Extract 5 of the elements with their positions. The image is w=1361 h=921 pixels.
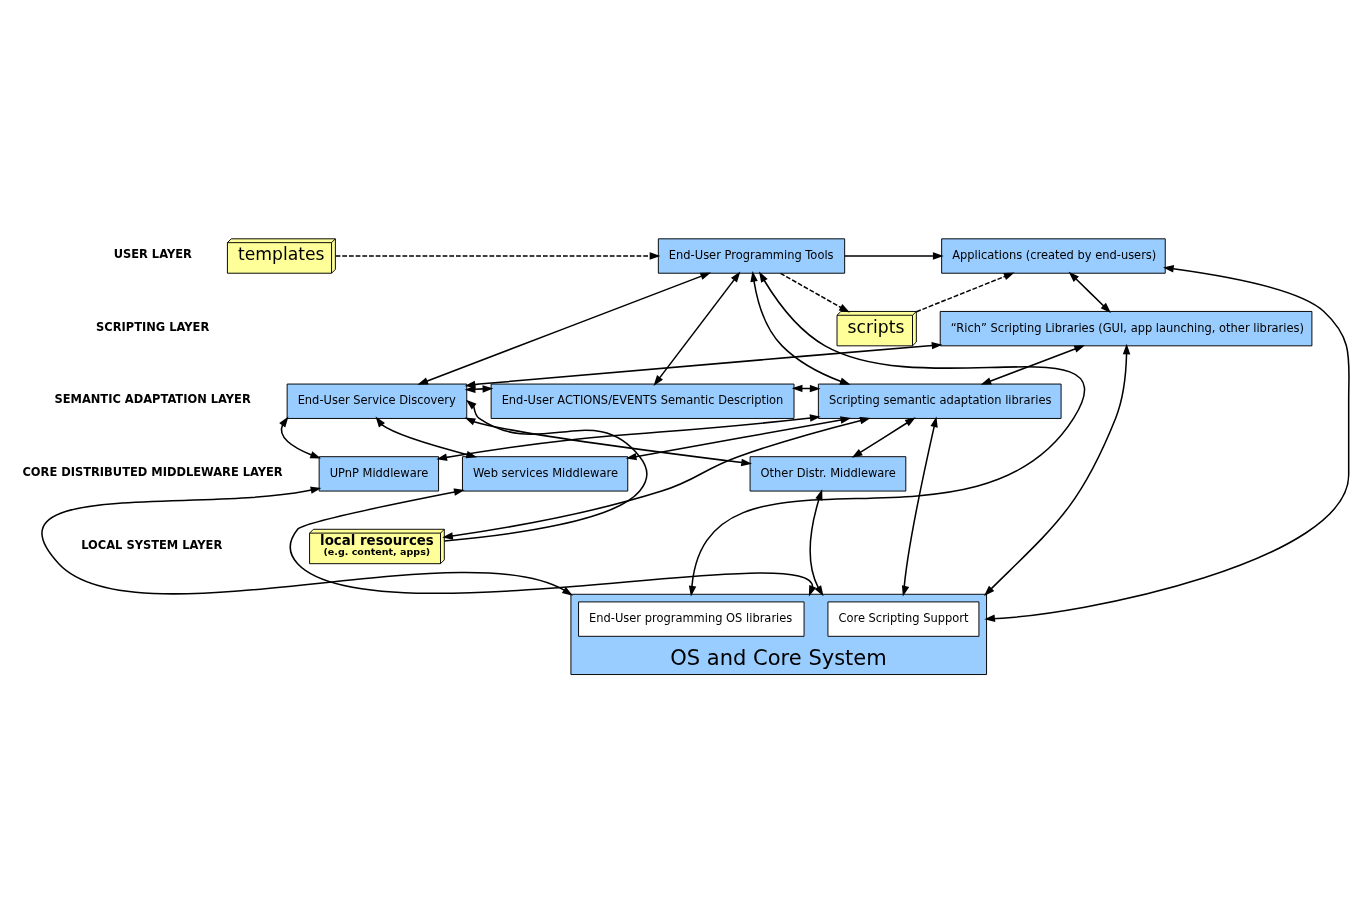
label: SCRIPTING LAYER [96, 319, 210, 334]
label: CORE DISTRIBUTED MIDDLEWARE LAYER [22, 464, 283, 479]
label: USER LAYER [113, 247, 192, 262]
label: SEMANTIC ADAPTATION LAYER [54, 392, 251, 407]
label: LOCAL SYSTEM LAYER [81, 537, 223, 552]
